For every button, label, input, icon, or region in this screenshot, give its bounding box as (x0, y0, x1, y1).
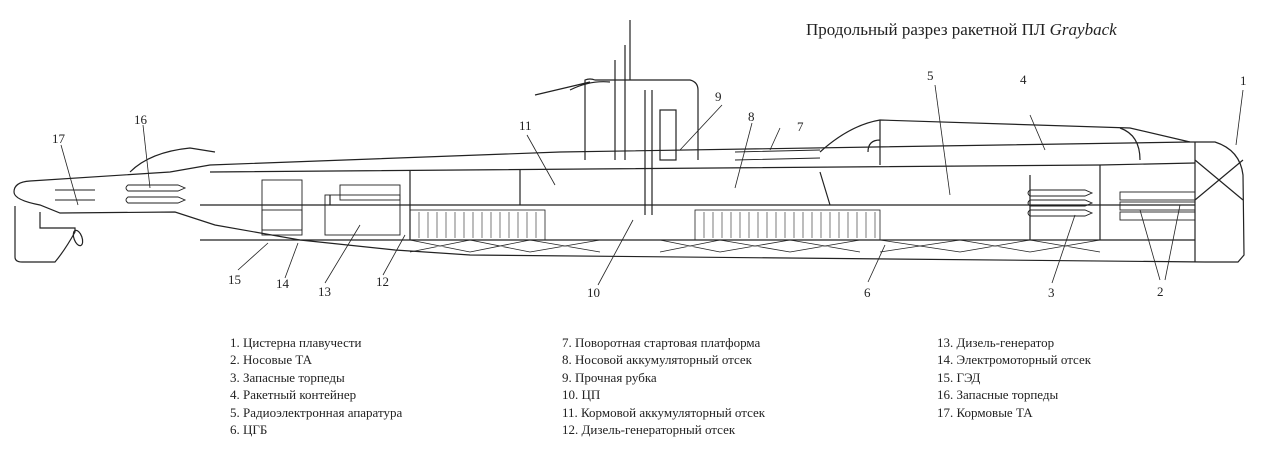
callout-17: 17 (52, 131, 66, 146)
battery-cells (418, 212, 537, 238)
callout-9: 9 (715, 89, 722, 104)
legend-item: 15. ГЭД (937, 369, 981, 385)
callout-14: 14 (276, 276, 290, 291)
title-vessel-name: Grayback (1049, 20, 1117, 39)
legend-column-1: 1. Цистерна плавучести 2. Носовые ТА 3. … (230, 334, 402, 438)
callout-5: 5 (927, 68, 934, 83)
legend-item: 1. Цистерна плавучести (230, 335, 362, 350)
title-prefix: Продольный разрез ракетной ПЛ (806, 20, 1046, 39)
legend-item: 14. Электромоторный отсек (937, 352, 1092, 368)
diesel-generator (324, 184, 401, 236)
callout-4: 4 (1020, 72, 1027, 87)
legend-item: 12. Дизель-генераторный отсек (562, 422, 736, 438)
callout-2: 2 (1157, 284, 1164, 299)
legend-item: 10. ЦП (562, 387, 601, 403)
stern-torpedoes (55, 184, 187, 204)
battery-cells (703, 212, 876, 238)
legend-item: 17. Кормовые ТА (937, 404, 1033, 420)
callout-15: 15 (228, 272, 241, 287)
callout-10: 10 (587, 285, 600, 300)
legend-item: 5. Радиоэлектронная апаратура (230, 404, 403, 420)
callout-1: 1 (1240, 73, 1247, 88)
legend-item: 9. Прочная рубка (562, 369, 657, 385)
battery-bank-fwd (694, 209, 881, 241)
leader-lines (60, 84, 1244, 286)
legend-item: 4. Ракетный контейнер (230, 387, 357, 403)
callout-8: 8 (748, 109, 755, 124)
legend-item: 6. ЦГБ (230, 422, 268, 438)
callout-13: 13 (318, 284, 331, 299)
sail (534, 20, 699, 215)
callout-7: 7 (797, 119, 804, 134)
battery-bank-aft (409, 209, 546, 241)
diagram-title: Продольный разрез ракетной ПЛ Grayback (806, 20, 1117, 40)
submarine-cross-section: 1 2 3 4 5 6 7 8 9 10 11 12 13 14 15 16 1… (13, 20, 1247, 300)
launch-platform (734, 149, 821, 161)
callout-6: 6 (864, 285, 871, 300)
legend-item: 7. Поворотная стартовая платформа (562, 335, 761, 350)
legend-item: 2. Носовые ТА (230, 352, 313, 368)
hull-outline (13, 119, 1245, 263)
callout-labels: 1 2 3 4 5 6 7 8 9 10 11 12 13 14 15 16 1… (52, 68, 1247, 300)
motor-room (261, 179, 303, 236)
callout-3: 3 (1048, 285, 1055, 300)
callout-16: 16 (134, 112, 148, 127)
bow-torpedoes (1027, 189, 1196, 221)
legend-item: 16. Запасные торпеды (937, 387, 1059, 403)
legend-item: 8. Носовой аккумуляторный отсек (562, 352, 752, 368)
legend-item: 13. Дизель-генератор (937, 335, 1055, 350)
legend-item: 3. Запасные торпеды (230, 369, 345, 385)
legend-column-3: 13. Дизель-генератор 14. Электромоторный… (937, 334, 1091, 421)
pressure-hull (200, 162, 1196, 241)
ballast-tanks (409, 239, 1101, 253)
legend-item: 11. Кормовой аккумуляторный отсек (562, 404, 766, 420)
callout-11: 11 (519, 118, 532, 133)
callout-12: 12 (376, 274, 389, 289)
legend-column-2: 7. Поворотная стартовая платформа 8. Нос… (562, 334, 765, 438)
